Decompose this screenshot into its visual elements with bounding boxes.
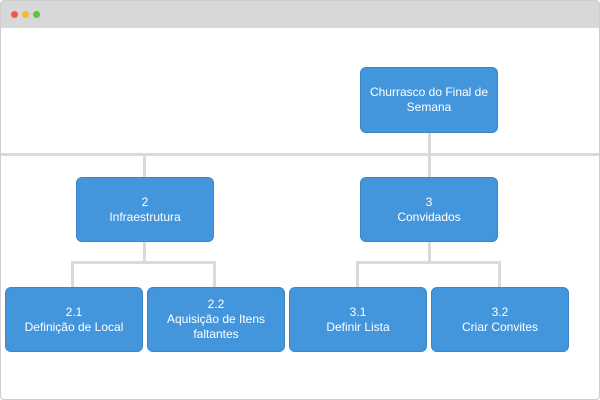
connector-to-node-3 (428, 155, 431, 177)
connector-to-node-3-1 (356, 261, 359, 287)
node-3-1-label: Definir Lista (326, 319, 390, 334)
node-3-1-number: 3.1 (349, 304, 367, 319)
connector-to-node-2 (143, 155, 146, 177)
connector-root-to-level1 (428, 132, 431, 155)
connector-level1-bus (1, 153, 599, 156)
connector-node-3-bus (356, 261, 501, 264)
connector-to-node-3-2 (498, 261, 501, 287)
maximize-window-button[interactable] (33, 11, 40, 18)
node-3[interactable]: 3 Convidados (360, 177, 498, 242)
connector-node-2-down (143, 241, 146, 263)
node-2-2-label: Aquisição de Itens faltantes (166, 312, 266, 341)
connector-to-node-2-2 (213, 261, 216, 287)
node-root[interactable]: Churrasco do Final de Semana (360, 67, 498, 133)
node-2-label: Infraestrutura (109, 209, 181, 224)
node-3-2-label: Criar Convites (461, 319, 539, 334)
window-titlebar (1, 1, 599, 28)
minimize-window-button[interactable] (22, 11, 29, 18)
node-3-1[interactable]: 3.1 Definir Lista (289, 287, 427, 352)
node-3-label: Convidados (397, 209, 461, 224)
connector-to-node-2-1 (71, 261, 74, 287)
node-3-2-number: 3.2 (491, 304, 509, 319)
node-2-2[interactable]: 2.2 Aquisição de Itens faltantes (147, 287, 285, 352)
node-root-label: Churrasco do Final de Semana (369, 85, 489, 114)
connector-node-2-bus (71, 261, 216, 264)
node-3-number: 3 (425, 194, 433, 209)
node-2-number: 2 (141, 194, 149, 209)
node-3-2[interactable]: 3.2 Criar Convites (431, 287, 569, 352)
close-window-button[interactable] (11, 11, 18, 18)
node-2-1-number: 2.1 (65, 304, 83, 319)
node-2-1[interactable]: 2.1 Definição de Local (5, 287, 143, 352)
connector-node-3-down (428, 241, 431, 263)
wbs-diagram: Churrasco do Final de Semana 2 Infraestr… (1, 28, 599, 399)
node-2[interactable]: 2 Infraestrutura (76, 177, 214, 242)
node-2-1-label: Definição de Local (24, 319, 124, 334)
node-2-2-number: 2.2 (207, 297, 225, 311)
